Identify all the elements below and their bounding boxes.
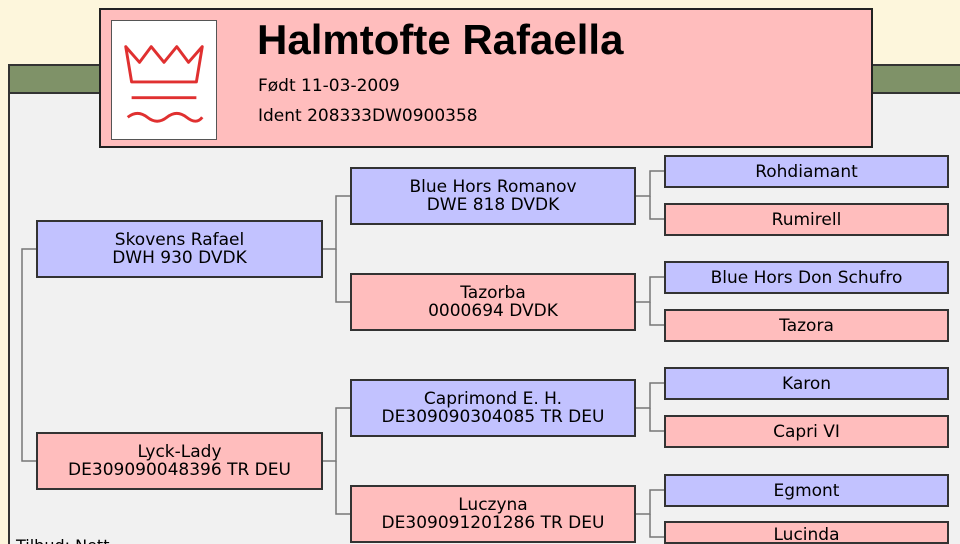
ancestor-box[interactable]: Tazora: [664, 309, 949, 342]
ancestor-name: Rumirell: [771, 209, 842, 230]
ancestor-name: Capri VI: [773, 421, 840, 442]
ancestor-name: Rohdiamant: [755, 161, 858, 182]
dam-dam-name: Luczyna: [458, 495, 528, 515]
ancestor-name: Tazora: [779, 315, 834, 336]
sire-dam-box[interactable]: Tazorba 0000694 DVDK: [350, 273, 636, 331]
ancestor-box[interactable]: Lucinda: [664, 521, 949, 544]
dam-dam-box[interactable]: Luczyna DE309091201286 TR DEU: [350, 485, 636, 543]
ancestor-name: Lucinda: [773, 525, 840, 544]
dam-sire-reg: DE309090304085 TR DEU: [381, 407, 605, 427]
ancestor-box[interactable]: Blue Hors Don Schufro: [664, 261, 949, 294]
sire-sire-reg: DWE 818 DVDK: [426, 195, 560, 215]
horse-name: Halmtofte Rafaella: [257, 16, 624, 63]
ancestor-box[interactable]: Rumirell: [664, 203, 949, 236]
ancestor-name: Blue Hors Don Schufro: [710, 267, 903, 288]
sire-sire-name: Blue Hors Romanov: [409, 177, 577, 197]
dam-sire-name: Caprimond E. H.: [423, 389, 563, 409]
birth-date: Født 11-03-2009: [258, 76, 400, 96]
horse-header: Halmtofte Rafaella Født 11-03-2009 Ident…: [99, 8, 873, 148]
ancestor-box[interactable]: Rohdiamant: [664, 155, 949, 188]
ancestor-name: Egmont: [773, 480, 840, 501]
ancestor-name: Karon: [781, 373, 832, 394]
crown-logo-icon: [111, 20, 217, 140]
sire-dam-name: Tazorba: [460, 283, 526, 303]
sire-dam-reg: 0000694 DVDK: [428, 301, 558, 321]
footer-text: Tilbud: Nett: [16, 536, 109, 544]
dam-reg: DE309090048396 TR DEU: [68, 460, 291, 480]
sire-box[interactable]: Skovens Rafael DWH 930 DVDK: [36, 220, 323, 278]
dam-box[interactable]: Lyck-Lady DE309090048396 TR DEU: [36, 432, 323, 490]
sire-sire-box[interactable]: Blue Hors Romanov DWE 818 DVDK: [350, 167, 636, 225]
ancestor-box[interactable]: Karon: [664, 367, 949, 400]
ancestor-box[interactable]: Capri VI: [664, 415, 949, 448]
sire-name: Skovens Rafael: [114, 230, 245, 250]
dam-name: Lyck-Lady: [137, 442, 222, 462]
dam-sire-box[interactable]: Caprimond E. H. DE309090304085 TR DEU: [350, 379, 636, 437]
ancestor-box[interactable]: Egmont: [664, 474, 949, 507]
sire-reg: DWH 930 DVDK: [112, 248, 247, 268]
dam-dam-reg: DE309091201286 TR DEU: [381, 513, 605, 533]
ident-number: Ident 208333DW0900358: [258, 106, 478, 126]
